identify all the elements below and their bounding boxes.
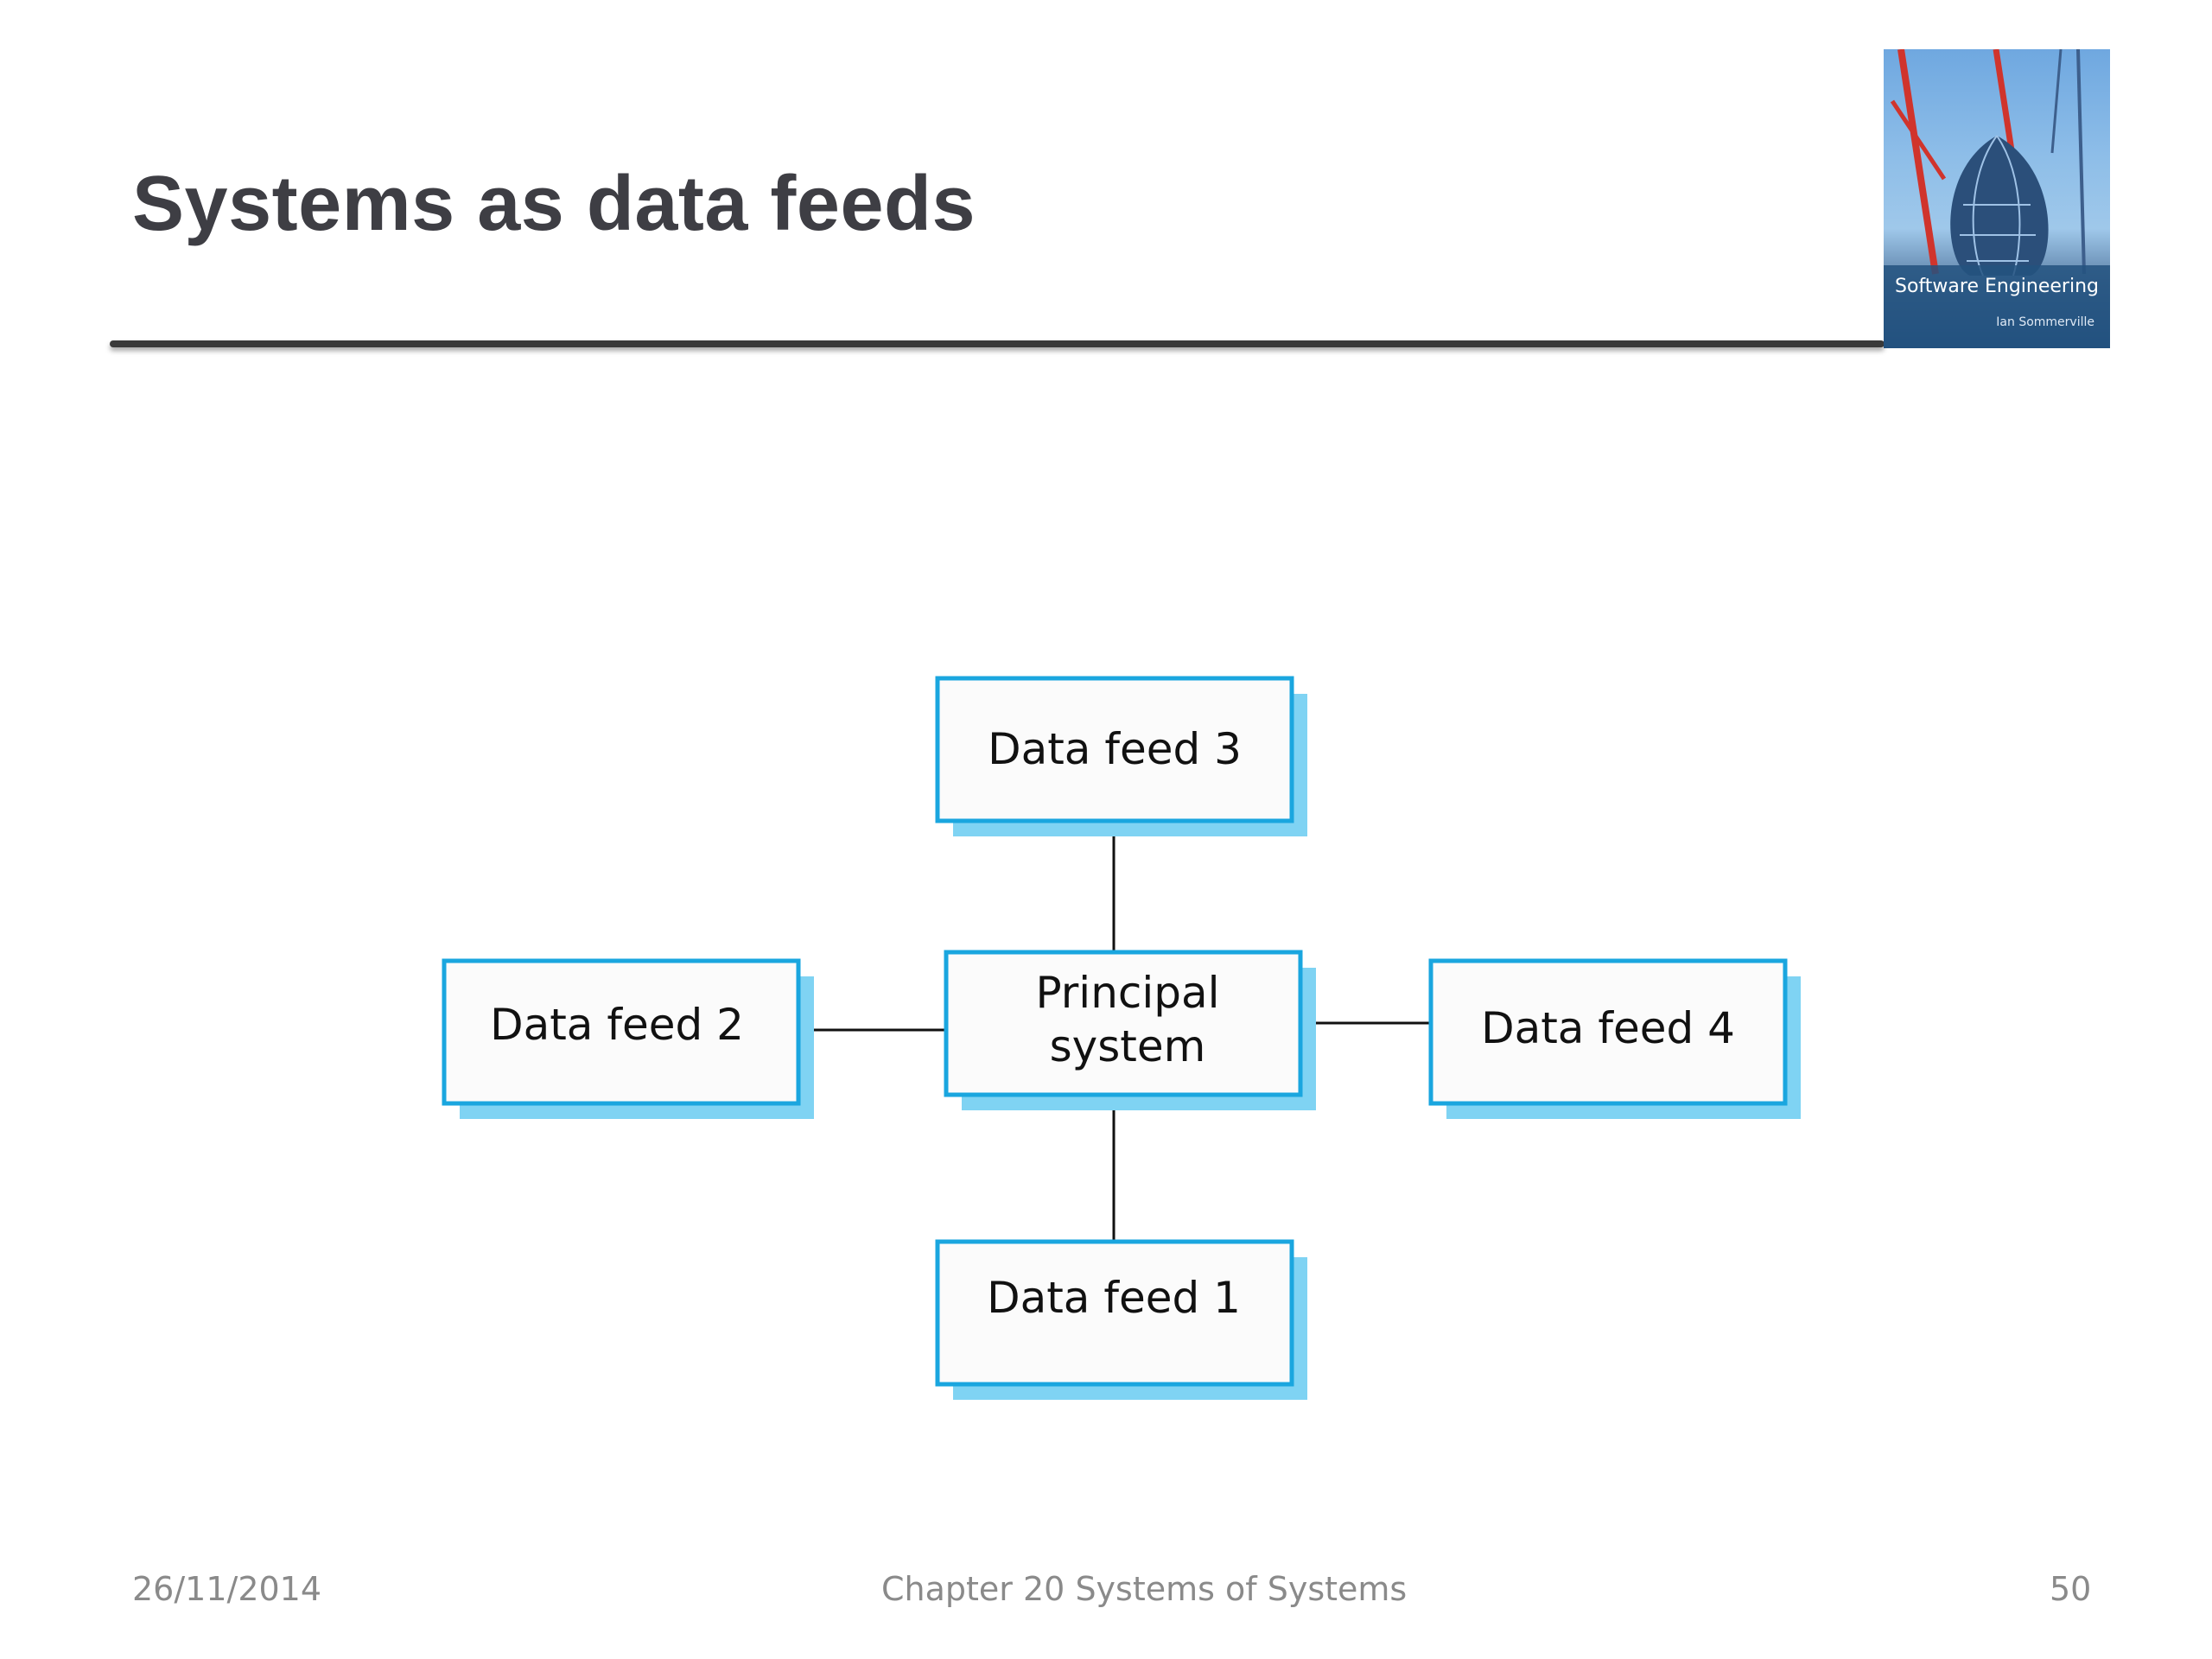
slide-title: Systems as data feeds <box>132 161 976 247</box>
node-data-feed-2: Data feed 2 <box>442 958 814 1119</box>
node-data-feed-1: Data feed 1 <box>935 1239 1307 1400</box>
node-label: Data feed 2 <box>490 1000 744 1050</box>
title-divider <box>110 340 1885 347</box>
node-box <box>1428 958 1788 1106</box>
node-label-line1: Principal <box>1035 968 1219 1018</box>
node-label: Data feed 3 <box>988 724 1242 774</box>
cover-artwork <box>1884 49 2110 348</box>
book-cover-author: Ian Sommerville <box>1996 315 2094 329</box>
node-data-feed-4: Data feed 4 <box>1428 958 1801 1119</box>
footer-page-number: 50 <box>2050 1570 2092 1608</box>
node-box <box>442 958 801 1106</box>
footer-chapter: Chapter 20 Systems of Systems <box>881 1570 1408 1608</box>
node-principal-system: Principal system <box>944 950 1316 1110</box>
node-data-feed-3: Data feed 3 <box>935 676 1307 836</box>
book-cover-title: Software Engineering <box>1895 276 2099 297</box>
node-label: Data feed 1 <box>987 1273 1241 1323</box>
node-box <box>935 1239 1294 1387</box>
connectors <box>797 821 1431 1242</box>
node-box <box>944 950 1303 1097</box>
node-label: Data feed 4 <box>1481 1003 1735 1053</box>
node-box <box>935 676 1294 823</box>
book-cover-image: Software Engineering Ian Sommerville <box>1884 49 2110 348</box>
footer-date: 26/11/2014 <box>132 1570 322 1608</box>
node-label-line2: system <box>1050 1021 1206 1071</box>
